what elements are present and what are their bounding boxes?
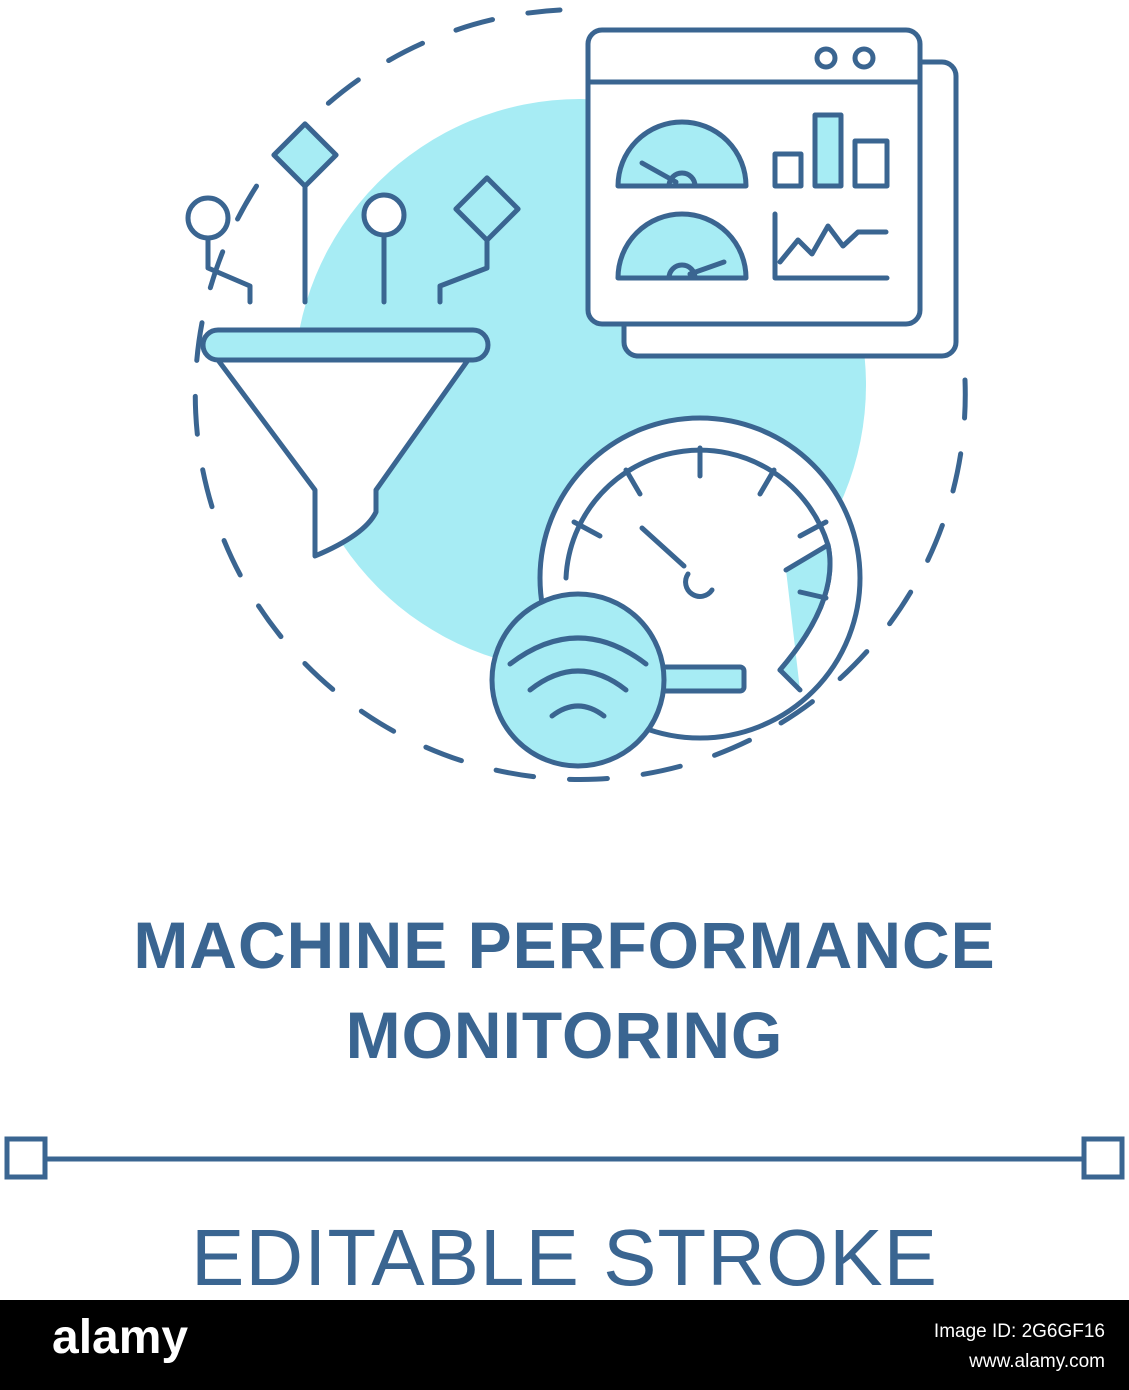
window-button-icon [852, 46, 876, 70]
window-button-icon [814, 46, 838, 70]
image-id-label: Image ID: 2G6GF16 [933, 1321, 1105, 1342]
editable-stroke-label: EDITABLE STROKE [190, 1213, 939, 1302]
site-url-label: www.alamy.com [969, 1351, 1105, 1372]
data-funnel-icon [185, 121, 521, 559]
stock-footer-bar: alamy Image ID: 2G6GF16 www.alamy.com [0, 1300, 1129, 1390]
concept-title-line-1: MACHINE PERFORMANCE [133, 908, 996, 982]
wifi-magnifier-icon [489, 591, 667, 769]
brand-logo: alamy [52, 1311, 189, 1364]
concept-title-line-2: MONITORING [345, 998, 784, 1072]
editable-stroke-handle-icon [4, 1136, 1125, 1180]
dashboard-window-icon [585, 27, 959, 359]
